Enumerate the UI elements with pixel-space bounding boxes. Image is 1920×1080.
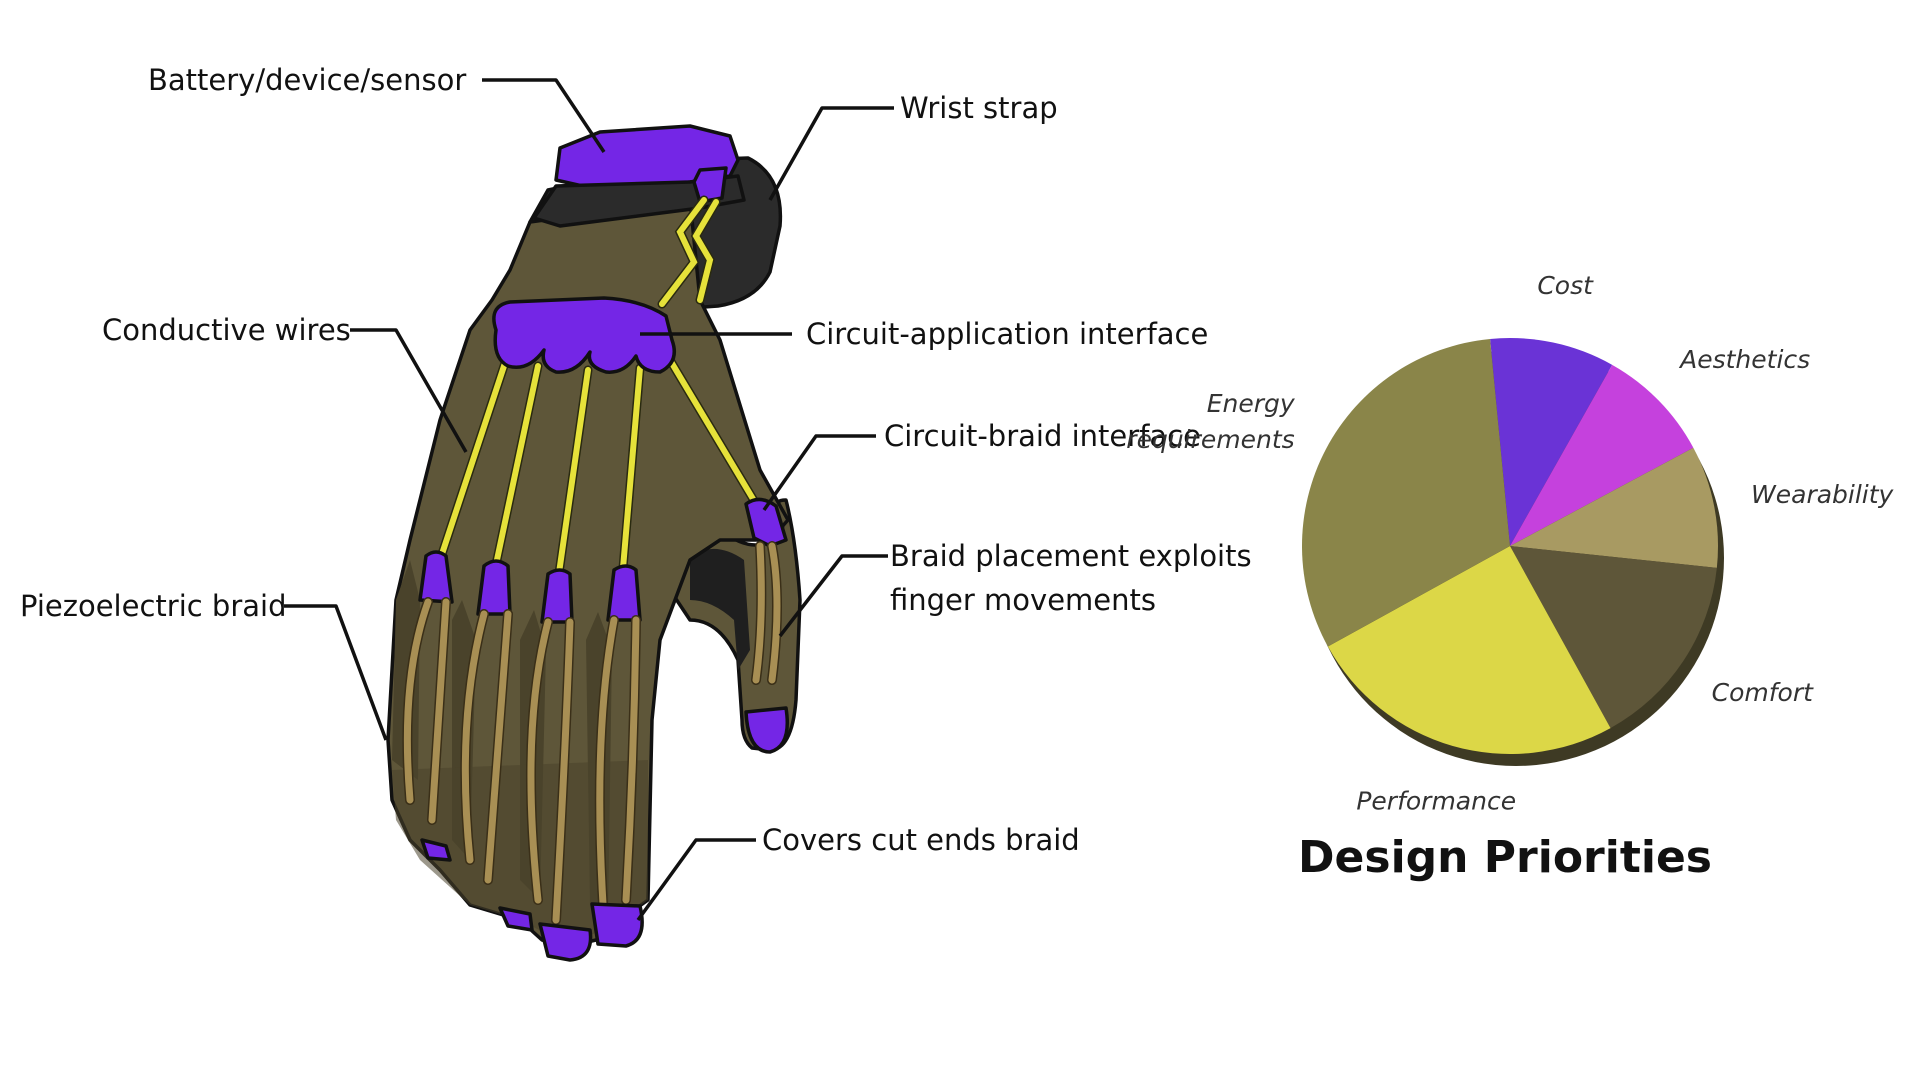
- label-wrist-strap: Wrist strap: [900, 91, 1058, 125]
- pie-slice-comfort: [1510, 546, 1717, 729]
- battery-connector: [692, 166, 728, 204]
- thumb-shadow: [690, 548, 750, 670]
- pie-label-energy-requirements-line-1: Energy: [1207, 389, 1296, 418]
- label-braid-placement-line-2: finger movements: [890, 583, 1156, 617]
- label-conductive-wires: Conductive wires: [102, 313, 351, 347]
- braid-cap-1: [418, 550, 454, 604]
- pie-slice-aesthetics: [1510, 364, 1694, 546]
- circuit-application-pad: [492, 296, 676, 374]
- chart-title: Design Priorities: [1298, 832, 1712, 883]
- pie-label-wearability: Wearability: [1751, 480, 1895, 509]
- leader-braid-placement: [778, 554, 888, 638]
- label-circuit-braid: Circuit-braid interface: [884, 419, 1201, 453]
- braid-cap-4: [606, 564, 642, 622]
- leader-lines: [284, 78, 894, 922]
- design-priorities-chart: CostAestheticsWearabilityComfortPerforma…: [1126, 271, 1894, 883]
- label-braid-placement-line-1: Braid placement exploits: [890, 539, 1252, 573]
- fingertip-cover-thumb: [744, 706, 789, 754]
- pie-slice-performance: [1327, 546, 1611, 754]
- pie-slice-cost: [1490, 337, 1613, 546]
- leader-covers-cut-ends: [636, 838, 756, 922]
- pie-slice-energy-requirements: [1301, 338, 1510, 647]
- pie-label-comfort: Comfort: [1712, 678, 1814, 707]
- leader-wrist-strap: [768, 106, 894, 201]
- strap-front: [532, 174, 746, 228]
- finger-wires: [437, 357, 759, 583]
- fingertip-cover-2: [498, 906, 534, 932]
- glove-illustration: [386, 124, 802, 962]
- label-circuit-application: Circuit-application interface: [806, 317, 1208, 351]
- fingertip-cover-4: [590, 902, 644, 948]
- callout-labels: Battery/device/sensor Wrist strap Conduc…: [20, 63, 1252, 857]
- braids: [403, 542, 781, 924]
- battery-wire: [659, 197, 719, 307]
- leader-piezoelectric-braid: [284, 604, 388, 741]
- braid-cap-2: [476, 559, 512, 616]
- pie-label-performance: Performance: [1356, 787, 1516, 816]
- pie-label-aesthetics: Aesthetics: [1678, 345, 1810, 374]
- pie-labels: CostAestheticsWearabilityComfortPerforma…: [1126, 271, 1894, 816]
- braid-cap-3: [540, 568, 574, 624]
- pie-slices: [1301, 337, 1724, 766]
- glove-lower-shade: [392, 760, 648, 946]
- pie-label-energy-requirements-line-2: requirements: [1126, 425, 1294, 454]
- leader-conductive-wires: [350, 328, 468, 453]
- label-piezoelectric-braid: Piezoelectric braid: [20, 589, 286, 623]
- leader-battery: [482, 78, 606, 153]
- fingertip-cover-1: [420, 838, 452, 862]
- label-battery: Battery/device/sensor: [148, 63, 466, 97]
- label-covers-cut-ends: Covers cut ends braid: [762, 823, 1080, 857]
- leader-circuit-braid: [762, 434, 876, 512]
- fingertip-cover-3: [538, 922, 593, 962]
- pie-slice-wearability: [1510, 447, 1718, 568]
- pie-label-cost: Cost: [1537, 271, 1594, 300]
